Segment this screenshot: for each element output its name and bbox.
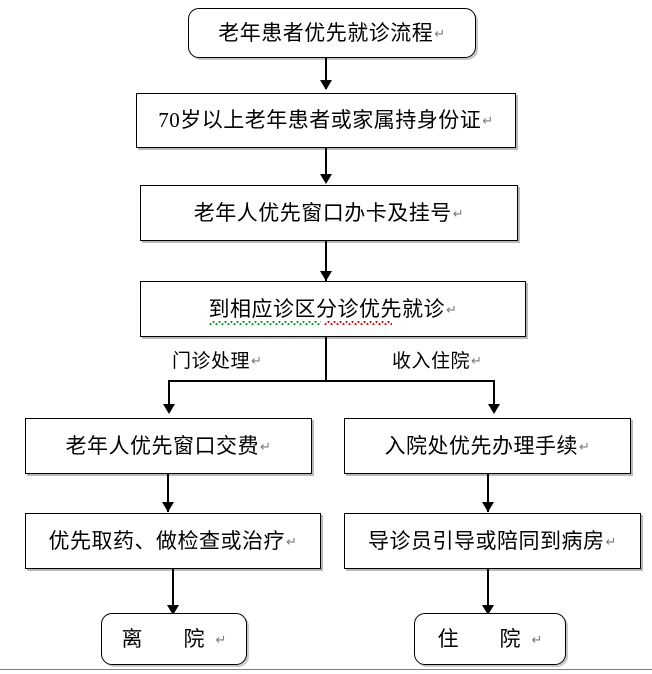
connector-right1-to-right2 [487, 474, 489, 512]
arrowhead-title-to-step1 [320, 80, 332, 90]
connector-branch-left-drop [168, 380, 170, 410]
connector-left2-to-leftend [172, 569, 174, 614]
paragraph-mark-icon: ↵ [531, 632, 553, 648]
connector-title-to-step1 [325, 58, 327, 89]
paragraph-mark-icon: ↵ [286, 534, 298, 550]
arrowhead-step1-to-step2 [320, 174, 332, 184]
node-right1-text: 入院处优先办理手续↵ [384, 433, 591, 458]
paragraph-mark-icon: ↵ [251, 354, 263, 369]
node-right2[interactable]: 导诊员引导或陪同到病房↵ [344, 513, 641, 569]
connector-branch-bar [168, 380, 495, 382]
arrowhead-right2-to-rightend [482, 605, 494, 615]
connector-left1-to-left2 [167, 474, 169, 512]
node-step2[interactable]: 老年人优先窗口办卡及挂号↵ [140, 185, 518, 241]
paragraph-mark-icon: ↵ [434, 26, 446, 42]
footer-divider [0, 669, 652, 671]
node-right1[interactable]: 入院处优先办理手续↵ [344, 418, 631, 474]
arrowhead-branch-left [163, 404, 175, 414]
arrowhead-right1-to-right2 [482, 502, 494, 512]
spelling-underline-mark [323, 320, 392, 325]
node-right2-text: 导诊员引导或陪同到病房↵ [368, 528, 617, 553]
node-left1[interactable]: 老年人优先窗口交费↵ [25, 418, 312, 474]
connector-step1-to-step2 [325, 148, 327, 182]
connector-step3-trunk [325, 337, 327, 382]
paragraph-mark-icon: ↵ [452, 206, 465, 222]
node-step1-text: 70岁以上老年患者或家属持身份证↵ [158, 108, 494, 132]
node-step1[interactable]: 70岁以上老年患者或家属持身份证↵ [136, 93, 516, 148]
node-left2-text: 优先取药、做检查或治疗↵ [48, 528, 298, 553]
connector-step2-to-step3 [325, 241, 327, 281]
arrowhead-left1-to-left2 [162, 502, 174, 512]
arrowhead-branch-right [488, 404, 500, 414]
paragraph-mark-icon: ↵ [579, 439, 591, 455]
node-title-text: 老年患者优先就诊流程↵ [218, 20, 446, 45]
node-right-end[interactable]: 住 院↵ [414, 613, 566, 665]
paragraph-mark-icon: ↵ [215, 632, 237, 648]
node-left-end-text: 离 院↵ [121, 626, 237, 651]
node-step3-text: 到相应诊区分诊优先就诊↵ [208, 298, 458, 325]
connector-branch-right-drop [493, 380, 495, 410]
paragraph-mark-icon: ↵ [605, 534, 617, 550]
paragraph-mark-icon: ↵ [471, 354, 483, 369]
node-title[interactable]: 老年患者优先就诊流程↵ [188, 8, 476, 58]
connector-right2-to-rightend [487, 569, 489, 614]
arrowhead-step2-to-step3 [320, 271, 332, 281]
grammar-underline-mark [208, 320, 321, 325]
paragraph-mark-icon: ↵ [482, 114, 494, 129]
node-step2-text: 老年人优先窗口办卡及挂号↵ [193, 200, 465, 225]
node-left1-text: 老年人优先窗口交费↵ [65, 433, 272, 458]
node-left2[interactable]: 优先取药、做检查或治疗↵ [25, 513, 321, 569]
paragraph-mark-icon: ↵ [446, 302, 458, 318]
arrowhead-left2-to-leftend [167, 605, 179, 615]
node-right-end-text: 住 院↵ [437, 626, 553, 651]
paragraph-mark-icon: ↵ [260, 439, 272, 455]
branch-label-right: 收入住院↵ [392, 351, 483, 372]
node-left-end[interactable]: 离 院↵ [101, 613, 247, 665]
branch-label-left: 门诊处理↵ [172, 351, 263, 372]
node-step3[interactable]: 到相应诊区分诊优先就诊↵ [140, 281, 526, 337]
